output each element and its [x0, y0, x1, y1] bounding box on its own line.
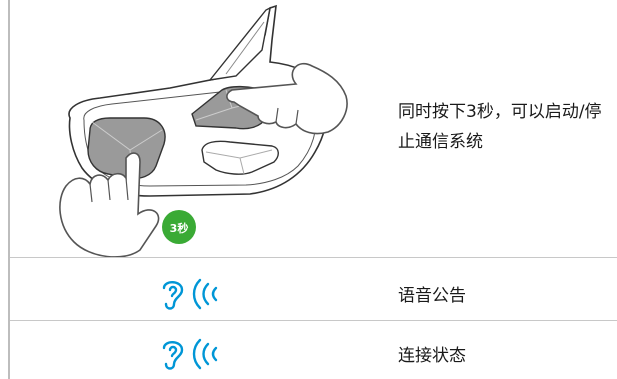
- row-divider-top: [10, 257, 617, 258]
- left-hand-icon: [59, 152, 160, 258]
- ear-sound-icon: [162, 338, 218, 370]
- duration-badge: 3秒: [162, 210, 196, 244]
- ear-sound-icon: [162, 278, 218, 310]
- left-border: [8, 0, 10, 379]
- device-illustration: [59, 4, 348, 258]
- row-label-connection: 连接状态: [398, 346, 466, 366]
- row-label-voice: 语音公告: [398, 286, 466, 306]
- badge-label: 3秒: [170, 221, 189, 235]
- row-divider-middle: [10, 320, 617, 321]
- instruction-text: 同时按下3秒，可以启动/停止通信系统: [398, 102, 602, 152]
- right-hand-icon: [226, 62, 348, 135]
